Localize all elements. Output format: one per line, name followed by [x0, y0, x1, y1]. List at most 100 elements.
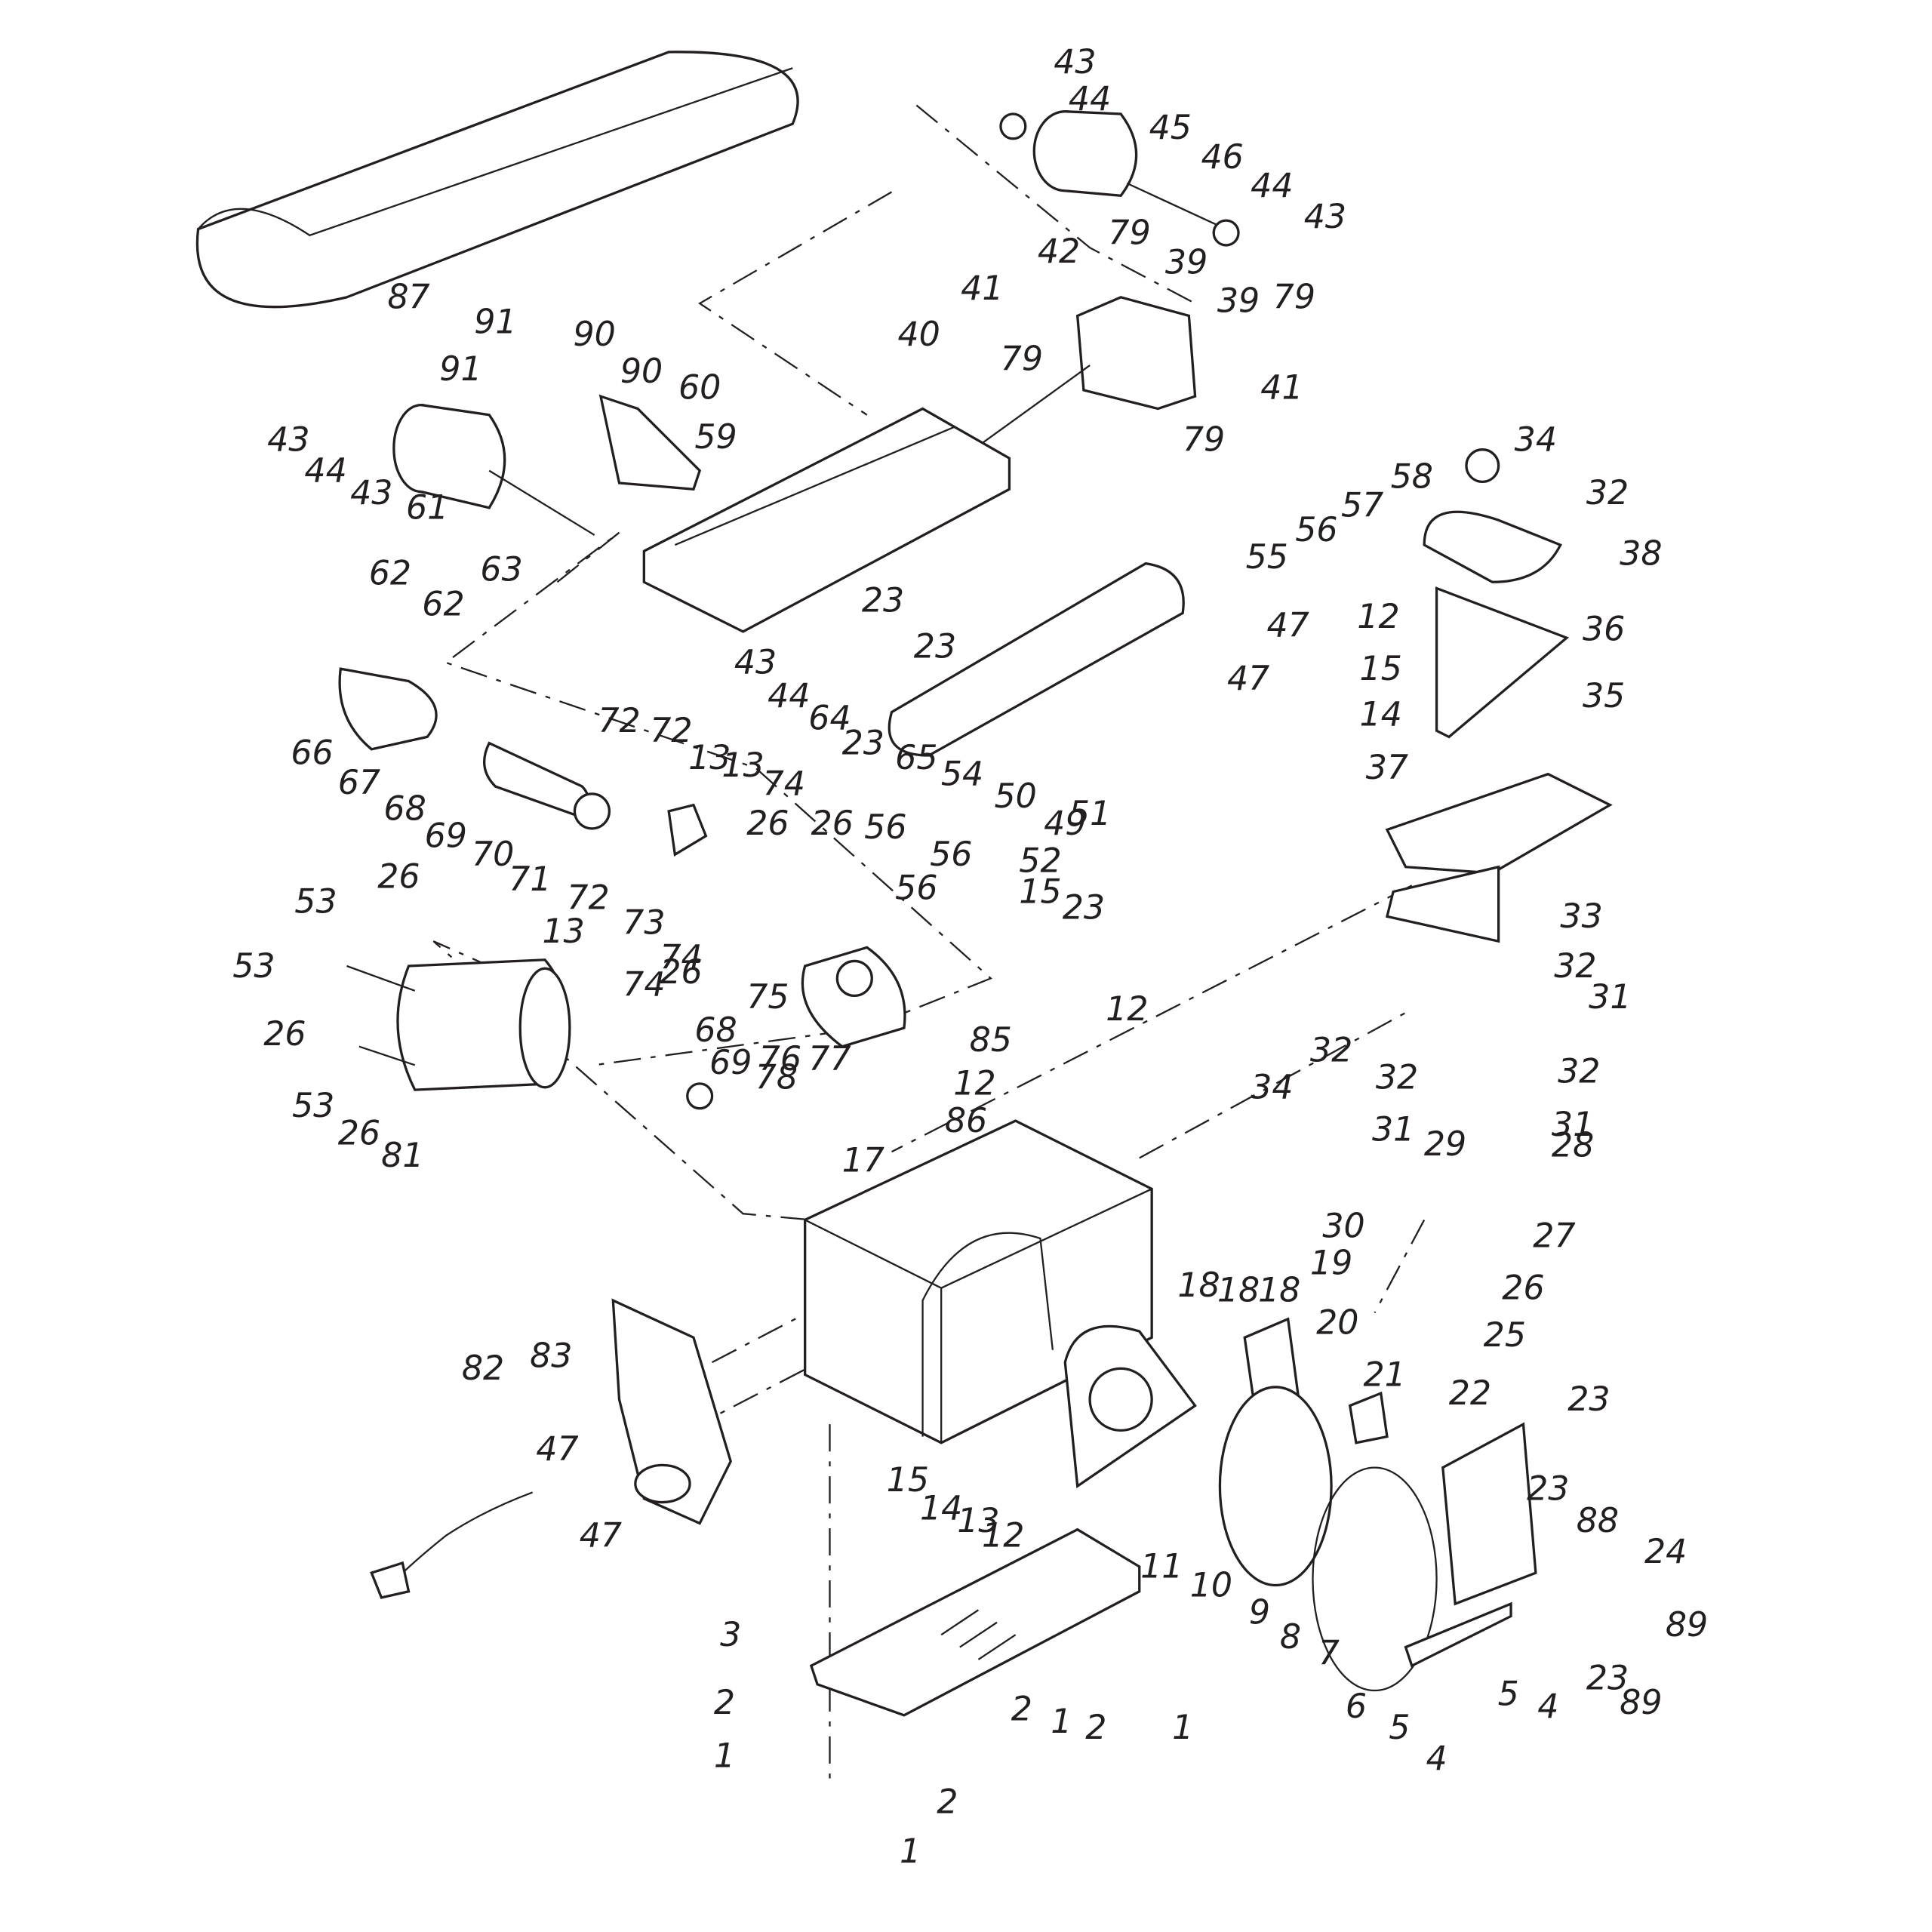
- part-number-label: 23: [1567, 1380, 1610, 1419]
- part-number-label: 15: [1360, 650, 1402, 688]
- part-number-label: 19: [1310, 1244, 1352, 1283]
- part-number-label: 5: [1498, 1675, 1519, 1714]
- part-number-label: 1: [1051, 1703, 1072, 1741]
- part-number-label: 59: [694, 418, 737, 457]
- part-number-label: 90: [620, 352, 663, 391]
- part-number-label: 43: [734, 644, 777, 682]
- part-number-label: 24: [1644, 1533, 1687, 1571]
- part-number-label: 23: [842, 724, 884, 762]
- part-number-label: 81: [381, 1137, 423, 1175]
- part-number-label: 46: [1201, 138, 1244, 177]
- part-number-label: 75: [746, 978, 789, 1017]
- part-number-label: 26: [338, 1114, 380, 1152]
- part-number-label: 11: [1140, 1548, 1183, 1586]
- part-number-label: 13: [957, 1502, 999, 1540]
- part-number-label: 23: [1527, 1469, 1569, 1508]
- part-number-label: 43: [1054, 43, 1096, 82]
- part-number-label: 12: [982, 1517, 1024, 1555]
- part-number-label: 7: [1318, 1635, 1340, 1673]
- part-number-label: 63: [480, 551, 522, 589]
- part-number-label: 18: [1217, 1272, 1260, 1310]
- part-number-label: 70: [472, 835, 514, 874]
- part-number-label: 49: [1044, 804, 1086, 843]
- part-number-label: 88: [1577, 1502, 1619, 1540]
- part-number-label: 72: [598, 702, 640, 740]
- belt-guard: [338, 667, 708, 857]
- part-number-label: 43: [350, 474, 392, 512]
- part-number-label: 1: [1172, 1709, 1193, 1747]
- part-number-label: 60: [678, 368, 721, 407]
- part-number-label: 68: [383, 789, 426, 828]
- part-number-label: 61: [406, 489, 448, 528]
- part-number-label: 62: [422, 586, 464, 624]
- part-number-label: 87: [387, 278, 429, 317]
- platen-cover: [888, 561, 1185, 757]
- part-number-label: 25: [1484, 1316, 1526, 1355]
- part-number-label: 79: [1001, 340, 1043, 379]
- part-number-label: 13: [721, 746, 764, 785]
- part-number-label: 12: [1357, 598, 1399, 636]
- part-number-label: 89: [1620, 1684, 1662, 1722]
- part-number-label: 4: [1537, 1687, 1558, 1726]
- part-number-label: 26: [746, 804, 789, 843]
- part-number-label: 40: [897, 315, 940, 354]
- part-number-label: 41: [961, 269, 1003, 308]
- part-number-label: 15: [887, 1461, 929, 1500]
- idler-drum-assembly: [999, 110, 1240, 247]
- table-assembly: [1385, 448, 1613, 943]
- part-number-label: 31: [1589, 978, 1631, 1017]
- part-number-label: 2: [937, 1783, 958, 1821]
- part-number-label: 68: [694, 1011, 737, 1050]
- part-number-label: 74: [660, 938, 702, 977]
- tracking-bracket: [977, 296, 1197, 447]
- part-number-label: 53: [294, 882, 337, 921]
- part-number-label: 10: [1190, 1566, 1232, 1604]
- part-number-label: 26: [1502, 1269, 1544, 1307]
- part-number-label: 14: [920, 1490, 962, 1528]
- part-number-label: 67: [338, 764, 380, 802]
- belt-frame: [642, 407, 1011, 633]
- part-number-label: 23: [914, 627, 956, 666]
- part-number-label: 23: [1586, 1659, 1629, 1697]
- part-number-label: 26: [263, 1015, 306, 1054]
- disc-housing: [686, 946, 906, 1110]
- part-number-label: 18: [1258, 1272, 1300, 1310]
- part-number-label: 56: [864, 808, 906, 847]
- part-number-label: 2: [714, 1684, 735, 1722]
- part-number-label: 44: [1251, 167, 1293, 205]
- part-number-label: 26: [811, 804, 854, 843]
- power-cord: [370, 1491, 534, 1599]
- part-number-label: 39: [1165, 244, 1208, 282]
- part-number-label: 82: [462, 1349, 504, 1388]
- part-number-label: 37: [1366, 749, 1408, 787]
- part-number-label: 53: [232, 947, 275, 986]
- part-number-label: 55: [1246, 538, 1288, 577]
- part-number-label: 73: [623, 903, 665, 942]
- part-number-label: 52: [1019, 841, 1061, 880]
- base-plate: [809, 1527, 1141, 1717]
- part-number-label: 32: [1554, 947, 1596, 986]
- part-number-label: 79: [1183, 420, 1225, 459]
- part-number-label: 56: [1295, 511, 1337, 549]
- part-number-label: 4: [1426, 1740, 1447, 1778]
- part-number-label: 54: [941, 755, 983, 793]
- part-number-label: 56: [930, 835, 972, 874]
- part-number-label: 79: [1108, 214, 1150, 252]
- part-number-label: 23: [862, 582, 904, 620]
- part-number-label: 17: [842, 1141, 884, 1180]
- part-number-label: 1: [900, 1832, 921, 1871]
- part-number-label: 47: [1227, 660, 1269, 698]
- part-number-label: 47: [580, 1517, 622, 1555]
- part-number-label: 79: [1273, 278, 1315, 317]
- part-number-label: 43: [267, 420, 309, 459]
- part-number-label: 34: [1515, 420, 1557, 459]
- part-number-label: 8: [1280, 1618, 1301, 1657]
- part-number-label: 91: [474, 303, 516, 341]
- part-number-label: 62: [369, 555, 411, 593]
- part-number-label: 22: [1449, 1374, 1491, 1413]
- dust-port: [611, 1298, 732, 1525]
- part-number-label: 32: [1376, 1058, 1418, 1097]
- part-number-label: 78: [755, 1058, 798, 1097]
- part-number-label: 15: [1019, 872, 1061, 911]
